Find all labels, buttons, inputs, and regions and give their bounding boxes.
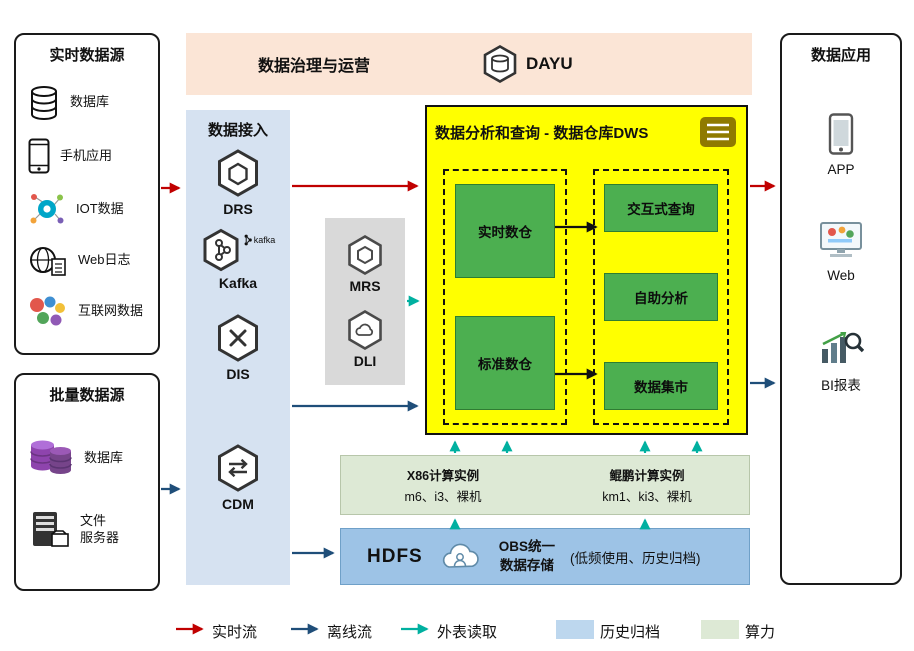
batch-sources-title: 批量数据源 [49,387,125,404]
dws-title: 数据分析和查询 - 数据仓库DWS [435,124,649,142]
service-item-drs: DRS [186,148,290,217]
legend-compute-label: 算力 [745,624,776,641]
data-applications-panel: 数据应用 APP Web [780,33,902,585]
legend-offline-label: 离线流 [327,624,373,641]
hdfs-label: HDFS [367,545,423,567]
service-item-kafka: kafka Kafka [186,228,290,291]
standard-warehouse-box: 标准数仓 [455,316,555,410]
source-item-label: 数据库 [70,94,110,110]
database-icon [31,85,57,120]
source-item-web-log: Web日志 [28,244,154,278]
data-mart-box: 数据集市 [604,362,718,410]
app-item-label: APP [827,162,855,177]
service-item-cdm: CDM [186,443,290,512]
service-item-label: CDM [222,496,254,512]
kunpeng-compute-group: 鲲鹏计算实例 km1、ki3、裸机 [545,456,749,514]
legend-archive-swatch [556,620,594,639]
source-item-internet-data: 互联网数据 [28,295,154,327]
compute-instances-box: X86计算实例 m6、i3、裸机 鲲鹏计算实例 km1、ki3、裸机 [340,455,750,515]
app-item-web: Web [818,221,864,283]
source-item-label: 互联网数据 [78,302,144,318]
legend-compute-swatch [701,620,739,639]
cdm-icon [218,444,258,492]
web-monitor-icon [820,222,862,257]
source-item-mobile-app: 手机应用 [28,138,154,174]
iot-icon [30,193,64,224]
realtime-sources-title: 实时数据源 [49,47,125,64]
app-item-label: BI报表 [821,378,861,393]
obs-note: (低频使用、历史归档) [570,550,701,566]
globe-document-icon [30,246,66,276]
data-applications-title: 数据应用 [810,47,871,64]
middleware-item-mrs: MRS [346,234,384,294]
banner-title: 数据治理与运营 [258,58,371,75]
app-item-mobile: APP [827,113,855,177]
source-item-file-server: 文件 服务器 [28,510,154,550]
interactive-query-box: 交互式查询 [604,184,718,232]
service-item-label: DRS [223,201,253,217]
legend-archive-label: 历史归档 [600,624,661,641]
internet-data-icon [30,296,65,326]
service-item-label: DIS [226,366,250,382]
source-item-batch-database: 数据库 [28,438,154,478]
app-item-bi-report: BI报表 [818,327,864,394]
legend-realtime-label: 实时流 [212,624,258,641]
middleware-item-label: DLI [353,353,377,370]
source-item-label: 手机应用 [60,147,113,163]
source-item-label: Web日志 [78,252,131,268]
kafka-wordmark: kafka [244,234,276,246]
kafka-logo-glyph-icon [244,234,252,246]
warehouse-group: 实时数仓 标准数仓 [443,169,567,425]
obs-label: OBS统一 数据存储 [498,539,555,573]
realtime-sources-list: 数据库 手机应用 [16,65,158,353]
app-phone-icon [828,113,854,155]
middleware-box: MRS DLI [325,218,405,385]
source-item-label: 数据库 [84,449,124,465]
storage-box: HDFS OBS统一 数据存储 (低频使用、历史归档) [340,528,750,585]
x86-compute-group: X86计算实例 m6、i3、裸机 [341,456,545,514]
x86-compute-spec: m6、i3、裸机 [404,490,482,504]
dayu-logo: DAYU [482,44,573,84]
dli-icon [348,310,382,351]
self-service-analysis-box: 自助分析 [604,273,718,321]
realtime-sources-panel: 实时数据源 数据库 手机应用 [14,33,160,355]
mrs-icon [348,234,382,275]
phone-icon [28,138,50,174]
data-ingestion-column: 数据接入 DRS [186,110,290,585]
kafka-icon [203,228,239,272]
dis-icon [218,314,258,362]
analysis-services-group: 交互式查询 自助分析 数据集市 [593,169,729,425]
purple-database-icon [30,440,72,475]
source-item-database: 数据库 [28,85,154,121]
source-item-iot: IOT数据 [28,192,154,226]
applications-list: APP Web [782,65,900,394]
app-item-label: Web [827,268,855,283]
kunpeng-compute-spec: km1、ki3、裸机 [602,490,692,504]
batch-sources-list: 数据库 文件 服务器 [16,405,158,589]
obs-cloud-icon [442,543,479,568]
kafka-icon-row: kafka [201,228,276,272]
source-item-label: IOT数据 [76,200,124,216]
kafka-wordmark-text: kafka [253,235,276,245]
batch-sources-panel: 批量数据源 数据库 [14,373,160,591]
file-server-icon [33,511,69,547]
document-list-icon [700,117,736,147]
x86-compute-title: X86计算实例 [406,469,480,483]
legend-external-label: 外表读取 [437,624,498,641]
dws-title-row: 数据分析和查询 - 数据仓库DWS [427,107,746,148]
middleware-item-dli: DLI [346,309,384,369]
middleware-item-label: MRS [349,277,381,294]
dayu-icon [483,45,517,83]
governance-banner: 数据治理与运营 DAYU [186,33,752,95]
realtime-warehouse-box: 实时数仓 [455,184,555,278]
data-ingestion-title: 数据接入 [207,122,268,139]
source-item-label: 文件 服务器 [80,512,120,545]
dws-warehouse-box: 数据分析和查询 - 数据仓库DWS 实时数仓 标准数仓 交互式查询 自助分析 数… [425,105,748,435]
bi-chart-icon [822,331,864,363]
service-item-label: Kafka [218,275,258,291]
service-item-dis: DIS [186,313,290,382]
kunpeng-compute-title: 鲲鹏计算实例 [609,469,685,483]
drs-icon [218,149,258,197]
dayu-logo-text: DAYU [526,54,573,73]
